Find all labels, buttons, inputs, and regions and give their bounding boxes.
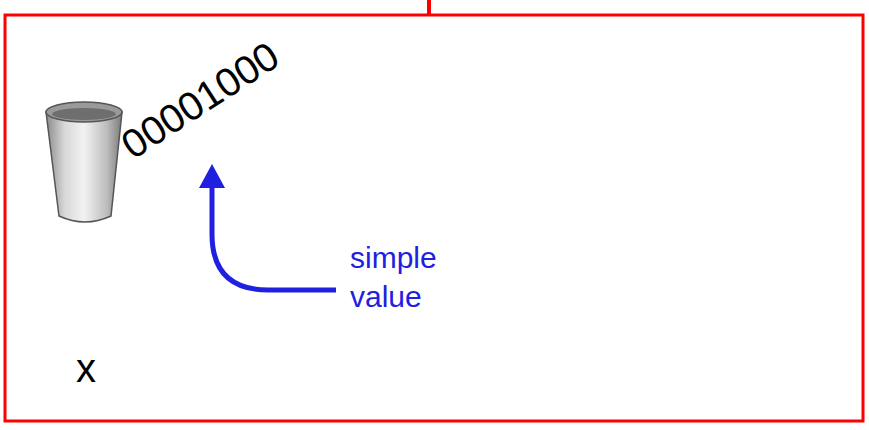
- binary-value: 00001000: [111, 30, 289, 171]
- annotation: simple value: [350, 238, 437, 316]
- cup-icon: [46, 102, 122, 222]
- frame: [5, 15, 863, 421]
- variable-name: x: [76, 342, 96, 394]
- frame-tick: [427, 0, 431, 15]
- pointer-arrow: [199, 164, 336, 290]
